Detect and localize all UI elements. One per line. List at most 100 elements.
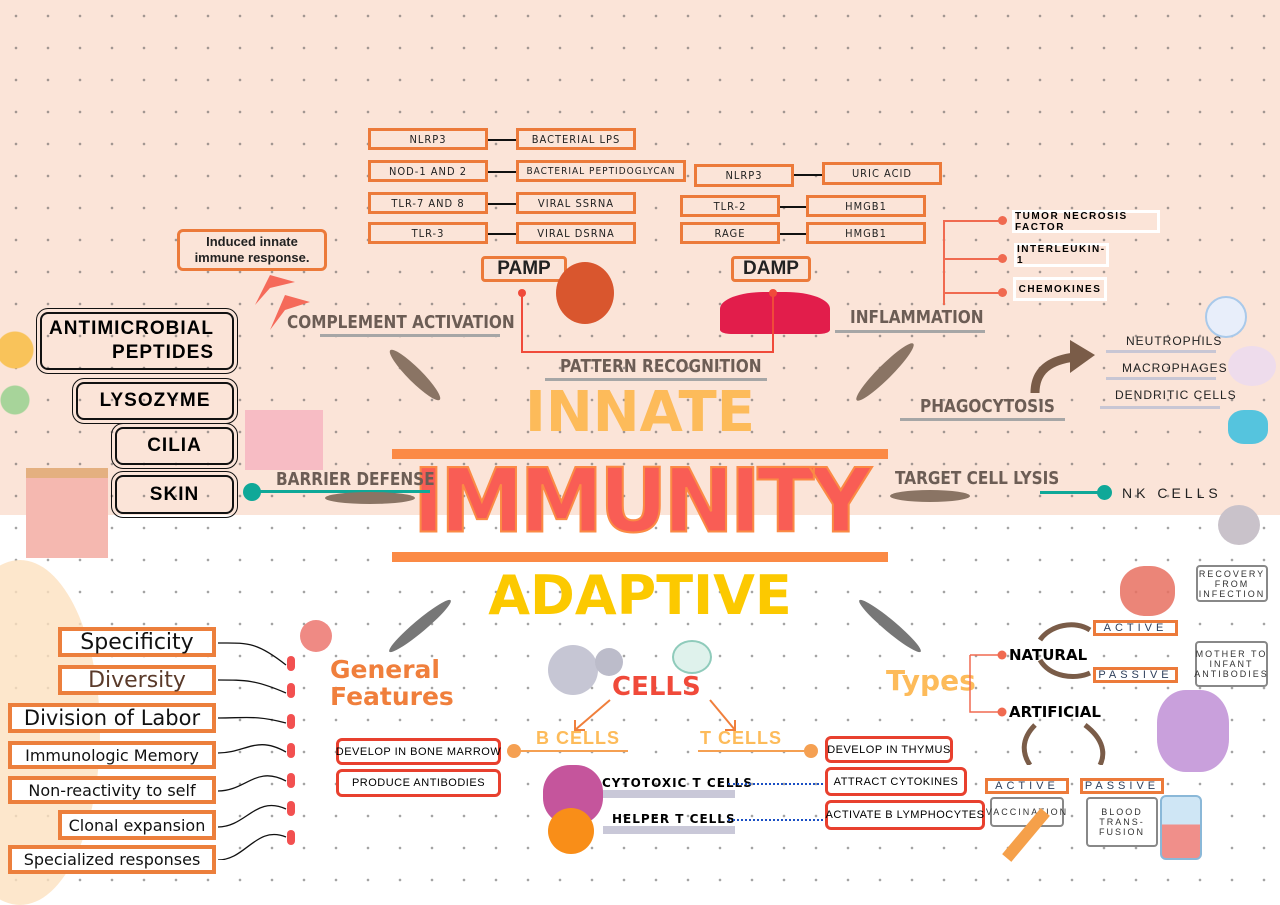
bracket-line (943, 258, 1003, 260)
divider-bar (392, 552, 888, 562)
connector-node (507, 744, 521, 758)
artificial-passive-box: PASSIVE (1080, 778, 1164, 794)
ligand-box: VIRAL SSRNA (516, 192, 636, 214)
chevron-up-icon (255, 275, 310, 330)
receptor-box: NLRP3 (368, 128, 488, 150)
b-cells-label: B CELLS (536, 728, 621, 748)
divider-bar (392, 449, 888, 459)
receptor-box: RAGE (680, 222, 780, 244)
barrier-lysozyme: LYSOZYME (72, 378, 238, 424)
phago-item: DENDRITIC CELLS (1115, 388, 1237, 402)
epithelial-cells-icon (245, 410, 323, 470)
ligand-box: URIC ACID (822, 162, 942, 185)
node-dot (998, 254, 1007, 263)
t-line (698, 750, 810, 752)
connector-node (804, 744, 818, 758)
cell-receptor-icon (720, 292, 830, 334)
helper-cell-icon (548, 808, 594, 854)
cell-icon (672, 640, 712, 674)
phago-line (1106, 350, 1216, 353)
pattern-recognition-connector (518, 289, 777, 353)
underline (900, 418, 1065, 421)
label-bar (603, 790, 735, 798)
adaptive-title: ADAPTIVE (488, 564, 792, 627)
cells-title: CELLS (612, 672, 701, 702)
node-dot (998, 288, 1007, 297)
pin-marker (287, 773, 295, 788)
connector-node (1097, 485, 1112, 500)
inflammation-item: TUMOR NECROSIS FACTOR (1012, 210, 1160, 233)
inflammation-item: INTERLEUKIN-1 (1014, 243, 1109, 267)
pin-marker (287, 714, 295, 729)
receptor-box: NLRP3 (694, 164, 794, 187)
b-cell-fact: PRODUCE ANTIBODIES (336, 769, 501, 797)
helper-label: HELPER T CELLS (612, 812, 736, 826)
natural-active-box: ACTIVE (1093, 620, 1178, 636)
artificial-label: ARTIFICIAL (1009, 703, 1101, 721)
ligand-box: VIRAL DSRNA (516, 222, 636, 244)
feature-non-reactivity: Non-reactivity to self (8, 776, 216, 804)
lymphocyte-icon (595, 648, 623, 676)
node-dot (998, 216, 1007, 225)
general-features-title: General Features (330, 655, 454, 711)
pin-marker (287, 743, 295, 758)
ligand-box: BACTERIAL LPS (516, 128, 636, 150)
barrier-skin: SKIN (111, 471, 238, 518)
pin-marker (287, 656, 295, 671)
receptor-box: NOD-1 AND 2 (368, 160, 488, 182)
types-connector (969, 650, 1007, 717)
feature-specialized-responses: Specialized responses (8, 845, 216, 874)
b-line (515, 750, 628, 752)
blood-note: BLOOD TRANS-FUSION (1086, 797, 1158, 847)
ligand-box: HMGB1 (806, 222, 926, 244)
feature-connectors (217, 642, 287, 860)
lymphocyte-icon (548, 645, 598, 695)
feature-specificity: Specificity (58, 627, 216, 657)
leaf-decoration (890, 490, 970, 502)
receptor-box: TLR-3 (368, 222, 488, 244)
pin-marker (287, 801, 295, 816)
neutrophil-icon (1205, 296, 1247, 338)
mother-baby-icon (1157, 690, 1229, 772)
barrier-cilia: CILIA (111, 423, 238, 469)
nk-cells-label: NK CELLS (1122, 485, 1222, 501)
phago-item: MACROPHAGES (1122, 361, 1228, 375)
inflammation-label: INFLAMMATION (850, 307, 984, 328)
connector-node (243, 483, 261, 501)
ligand-box: HMGB1 (806, 195, 926, 217)
connector (470, 203, 530, 205)
pattern-recognition-label: PATTERN RECOGNITION (560, 356, 762, 377)
ligand-box: BACTERIAL PEPTIDOGLYCAN (516, 160, 686, 182)
underline (835, 330, 985, 333)
feature-immunologic-memory: Immunologic Memory (8, 741, 216, 769)
phagocytosis-label: PHAGOCYTOSIS (920, 396, 1055, 417)
t-cell-fact: ATTRACT CYTOKINES (825, 767, 967, 796)
bacteria-icon (1120, 566, 1175, 616)
arrow-icon (1030, 340, 1095, 394)
feature-diversity: Diversity (58, 665, 216, 695)
natural-label: NATURAL (1009, 646, 1088, 664)
pin-marker (287, 683, 295, 698)
nk-cell-icon (1218, 505, 1260, 545)
macrophage-icon (1228, 346, 1276, 386)
cytotoxic-label: CYTOTOXIC T CELLS (602, 776, 753, 790)
receptor-box: TLR-7 AND 8 (368, 192, 488, 214)
phago-line (1100, 406, 1220, 409)
damp-label: DAMP (731, 256, 811, 282)
mother-note: MOTHER TO INFANT ANTIBODIES (1194, 641, 1268, 687)
connector (470, 171, 530, 173)
pin-marker (287, 830, 295, 845)
innate-title: INNATE (524, 380, 755, 445)
connector (760, 206, 820, 208)
underline (320, 334, 500, 337)
induced-response-box: Induced innate immune response. (177, 229, 327, 271)
dendritic-cell-icon (1228, 410, 1268, 444)
bracket-line (943, 220, 1003, 222)
phago-item: NEUTROPHILS (1126, 334, 1223, 348)
connector (470, 233, 530, 235)
receptor-box: TLR-2 (680, 195, 780, 217)
teal-connector (1040, 491, 1106, 494)
immunity-title: IMMUNITY (412, 448, 872, 553)
recovery-note: RECOVERY FROM INFECTION (1196, 565, 1268, 602)
leaf-decoration (325, 492, 415, 504)
